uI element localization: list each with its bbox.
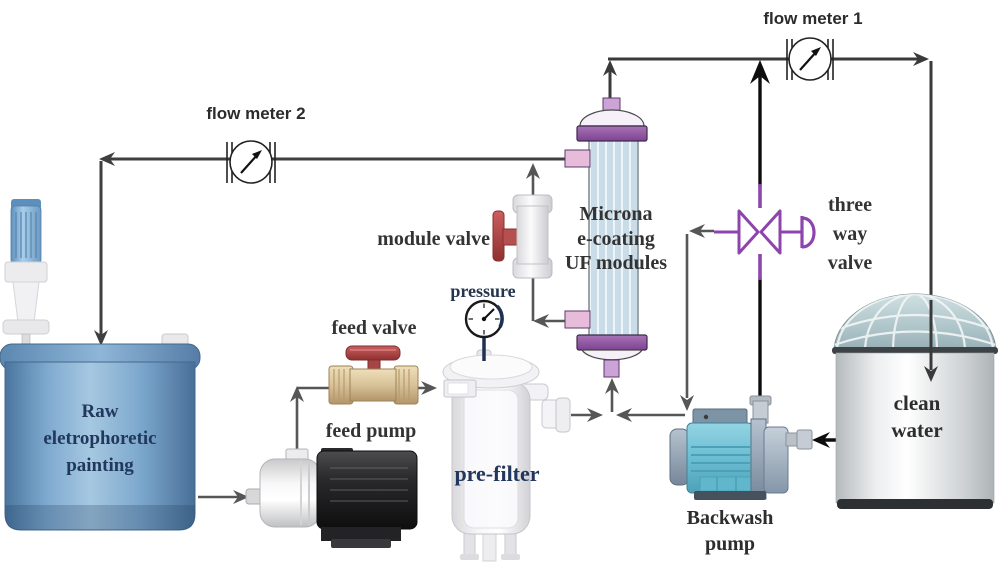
pipe-return-line [94, 152, 566, 346]
module-valve [492, 194, 553, 279]
three-way-valve-label-line1: three [827, 194, 873, 216]
module-valve-label: module valve [377, 228, 490, 250]
pipe-module-valve-branch [526, 163, 566, 328]
uf-module [564, 97, 648, 378]
uf-modules-label: Microna e-coating UF modules [551, 202, 681, 276]
backwash-pump-label-line1: Backwash [686, 507, 774, 529]
feed-valve [328, 345, 419, 405]
three-way-valve-label: three way valve [812, 191, 888, 278]
raw-tank-label-line1: Raw [81, 401, 119, 422]
three-way-valve-label-line3: valve [827, 252, 873, 274]
flow-meter-1-label: flow meter 1 [763, 9, 863, 28]
uf-modules-label-line1: Microna [579, 203, 653, 225]
raw-tank-label-line3: painting [66, 455, 134, 476]
pipe-backwash-black [750, 60, 836, 448]
backwash-pump-label-line2: pump [704, 533, 756, 555]
raw-tank-label: Raw eletrophoretic painting [18, 398, 182, 479]
pressure-label: pressure [450, 281, 516, 301]
feed-pump [245, 448, 418, 548]
three-way-valve-icon [714, 184, 816, 280]
uf-modules-label-line3: UF modules [564, 252, 668, 274]
clean-water-label-line2: water [891, 418, 943, 442]
clean-water-label: clean water [872, 390, 962, 444]
clean-water-tank [832, 293, 998, 509]
flow-meter-1-icon [786, 37, 834, 81]
raw-tank-label-line2: eletrophoretic [43, 428, 157, 449]
clean-water-label-line1: clean [893, 391, 941, 415]
pipe-into-clean-tank [924, 300, 938, 382]
flow-meter-2-label: flow meter 2 [206, 104, 306, 123]
backwash-pump-label: Backwash pump [665, 505, 795, 557]
feed-valve-label: feed valve [331, 317, 417, 339]
pre-filter-label: pre-filter [454, 461, 540, 486]
pre-filter [442, 349, 571, 562]
backwash-pump [669, 395, 813, 500]
mixer [2, 199, 50, 349]
feed-pump-label: feed pump [325, 420, 417, 442]
pipe-junction-uf-bottom [571, 224, 714, 422]
uf-modules-label-line2: e-coating [577, 227, 655, 250]
raw-paint-tank [0, 333, 201, 531]
pressure-gauge-icon [464, 299, 504, 361]
flow-meter-2-icon [226, 140, 276, 184]
three-way-valve-label-line2: way [832, 223, 868, 245]
